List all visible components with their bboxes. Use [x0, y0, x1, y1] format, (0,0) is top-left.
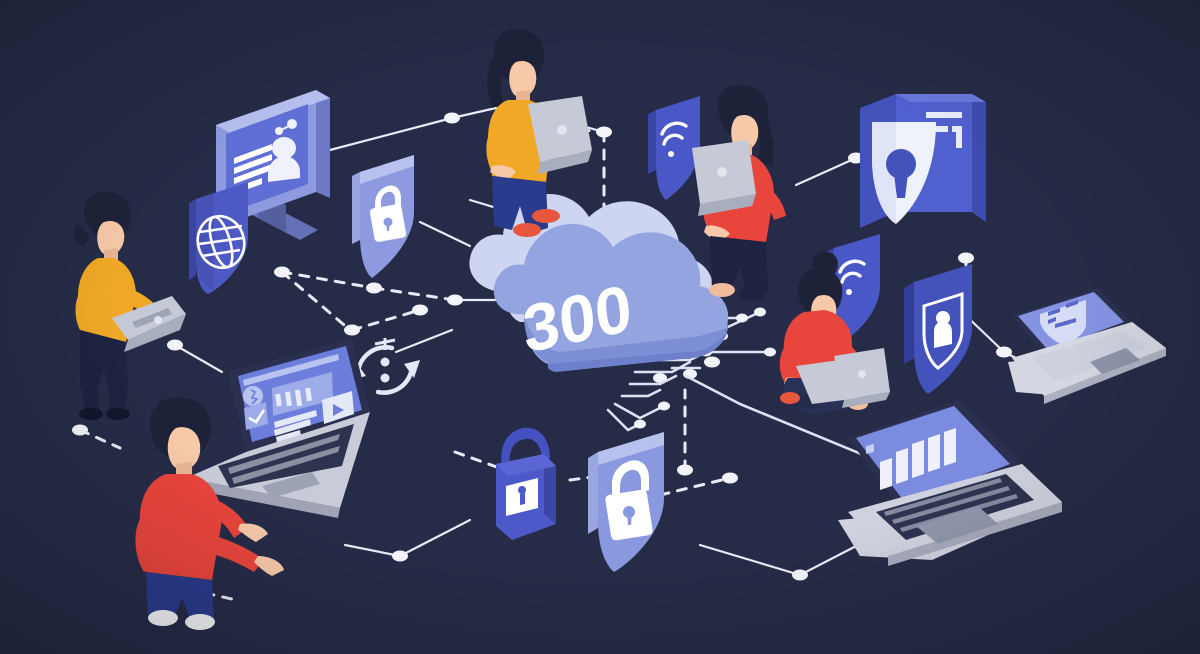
- illustration-canvas: 300: [0, 0, 1200, 654]
- vignette-layer: [0, 0, 1200, 654]
